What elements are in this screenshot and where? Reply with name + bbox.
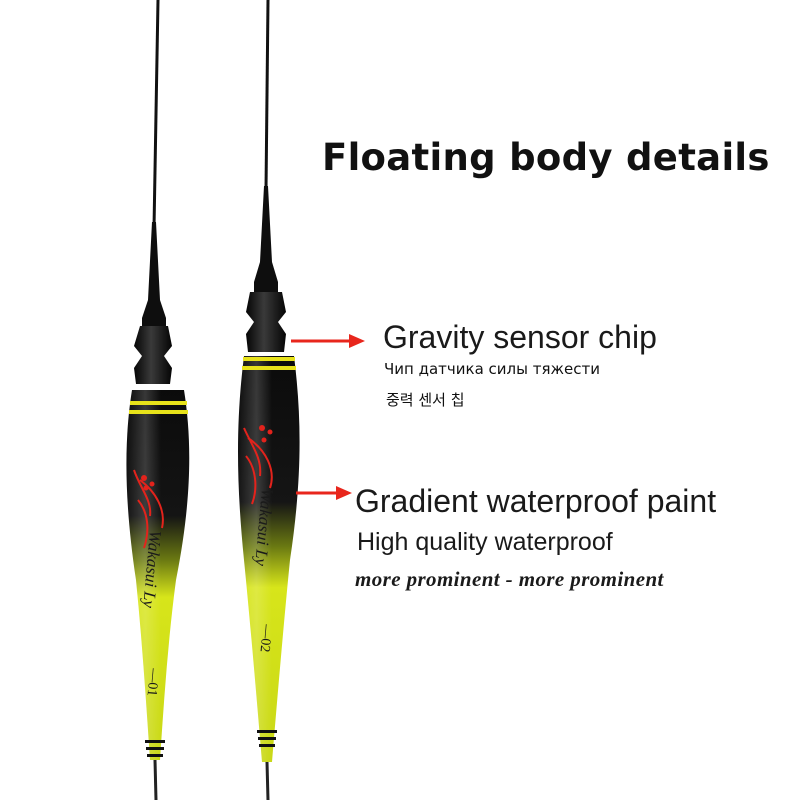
float-01-collar	[134, 326, 172, 384]
float-02-band	[257, 730, 277, 733]
float-02-antenna	[264, 0, 270, 191]
feature-title-gradient-paint: Gradient waterproof paint	[355, 483, 717, 519]
float-02-decoration	[243, 427, 273, 505]
feature-line-korean: 중력 센서 칩	[386, 391, 465, 409]
float-02: Wakasui Ly —02	[238, 0, 300, 800]
float-01-tail	[153, 759, 158, 800]
feature-line-russian: Чип датчика силы тяжести	[384, 360, 600, 378]
float-02-number: —02	[257, 623, 274, 653]
float-02-dot	[259, 425, 265, 431]
float-01-number: —01	[144, 667, 161, 697]
float-02-tail	[265, 761, 270, 800]
float-01-dot	[149, 481, 155, 487]
float-01-dot	[141, 475, 147, 481]
float-01: Wakasui Ly —01	[126, 0, 190, 800]
feature-line-waterproof: High quality waterproof	[357, 528, 613, 556]
arrow-right-icon	[296, 486, 352, 500]
float-02-dot	[261, 437, 267, 443]
float-01-decoration	[133, 469, 164, 549]
arrow-right-icon	[291, 334, 365, 348]
float-01-stem	[142, 222, 166, 330]
float-01-band	[129, 410, 188, 414]
float-01-dot	[143, 485, 149, 491]
float-02-band	[259, 744, 275, 747]
float-02-band	[243, 357, 295, 361]
float-01-band	[145, 740, 165, 743]
feature-title-gravity-sensor: Gravity sensor chip	[383, 319, 657, 355]
float-02-stem	[254, 186, 278, 296]
float-01-band	[146, 747, 164, 750]
float-02-band	[242, 366, 296, 370]
float-01-band	[147, 754, 163, 757]
feature-line-prominent: more prominent - more prominent	[355, 567, 664, 591]
page-title: Floating body details	[322, 136, 770, 179]
float-01-band	[130, 401, 187, 405]
float-02-band	[258, 737, 276, 740]
float-01-antenna	[152, 0, 160, 229]
float-02-collar	[246, 292, 286, 352]
float-02-dot	[267, 429, 273, 435]
